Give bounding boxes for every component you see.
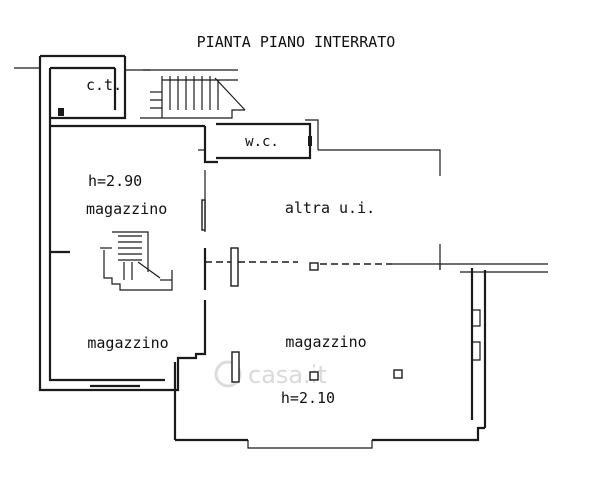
room-label-wc: w.c. [245,134,279,150]
height-label-top: h=2.90 [88,172,142,190]
plan-title: PIANTA PIANO INTERRATO [197,33,396,51]
height-label-main: h=2.10 [281,389,335,407]
watermark-logo-icon [214,360,242,388]
stairs-left [100,231,161,280]
room-label-ct: c.t. [86,76,122,94]
room-label-magazzino-top: magazzino [86,200,167,218]
room-label-magazzino-left: magazzino [87,334,168,352]
room-label-magazzino-main: magazzino [285,333,366,351]
walls [14,54,548,449]
stairs-top [150,76,246,118]
fixtures [58,108,403,383]
room-label-altra-ui: altra u.i. [285,199,375,217]
